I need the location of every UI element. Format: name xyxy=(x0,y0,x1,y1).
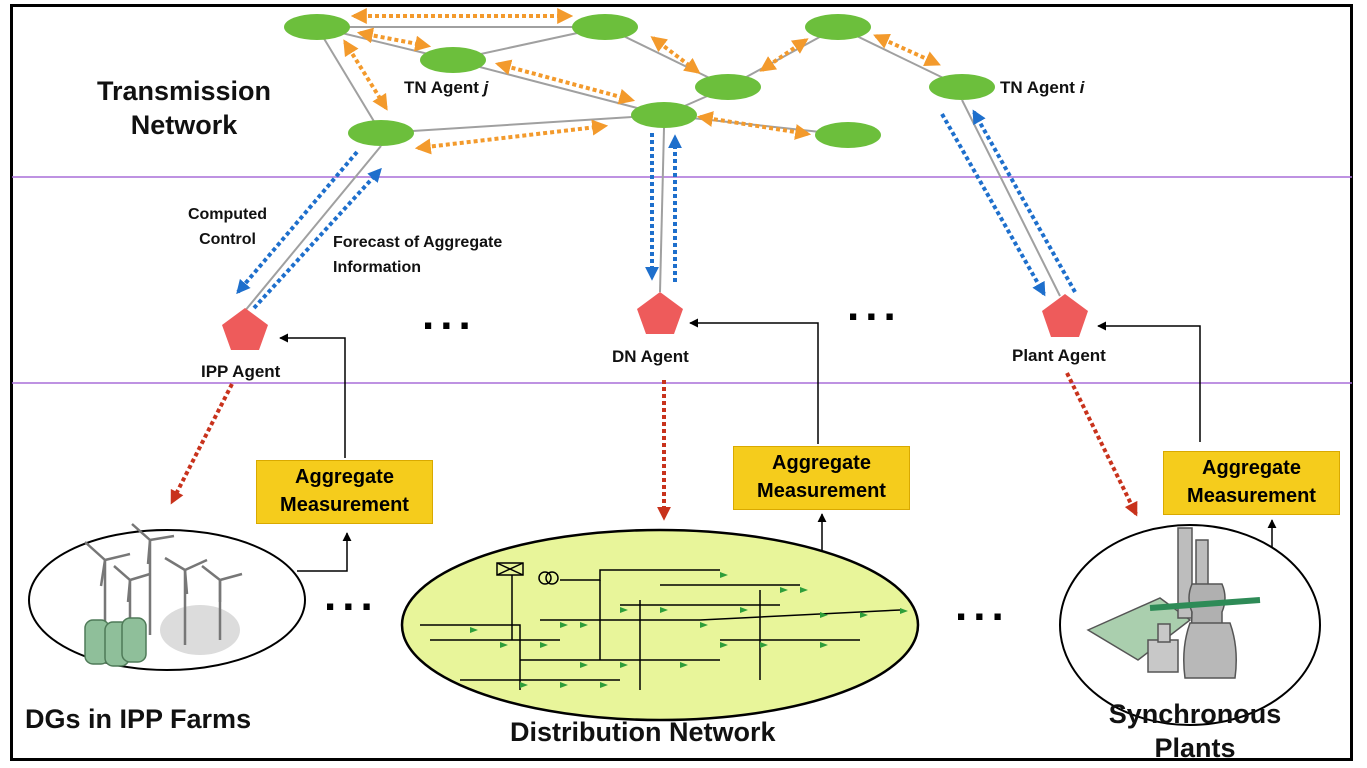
network-tree-icon xyxy=(420,562,901,690)
aggregate-measurement-box-plant: Aggregate Measurement xyxy=(1163,451,1340,515)
tn-agent-i-index: i xyxy=(1079,78,1085,97)
ellipsis-agents-right: ... xyxy=(847,281,902,330)
wind-farm xyxy=(28,523,306,671)
tn-node xyxy=(815,122,881,148)
ipp-agent-pentagon-icon xyxy=(222,308,268,350)
tn-node-i xyxy=(929,74,995,100)
aggregate-line2: Measurement xyxy=(757,480,886,502)
computed-control-label: Computed Control xyxy=(187,206,268,248)
tn-node xyxy=(572,14,638,40)
aggregate-measurement-box-dn: Aggregate Measurement xyxy=(733,446,910,510)
tn-agent-i-label: TN Agent i xyxy=(1000,78,1084,98)
synchronous-plant xyxy=(1059,524,1321,726)
aggregate-line1: Aggregate xyxy=(1202,457,1301,479)
ipp-agent-label: IPP Agent xyxy=(201,362,281,381)
plant-agent-pentagon-icon xyxy=(1042,294,1088,337)
plant-agent-label: Plant Agent xyxy=(1012,346,1106,365)
aggregate-line2: Measurement xyxy=(1187,485,1316,507)
aggregate-line2: Measurement xyxy=(280,494,409,516)
tn-agent-j-index: j xyxy=(483,78,489,97)
synchronous-plants-label: Synchronous Plants xyxy=(1108,699,1282,763)
tn-node xyxy=(695,74,761,100)
tn-agent-links xyxy=(243,99,1061,313)
aggregate-line1: Aggregate xyxy=(295,466,394,488)
aggregate-measurement-box-ipp: Aggregate Measurement xyxy=(256,460,433,524)
dn-agent-pentagon-icon xyxy=(637,292,683,334)
tn-node xyxy=(805,14,871,40)
measurement-feedback xyxy=(279,318,1277,572)
tn-node-j xyxy=(420,47,486,73)
tn-peer-arrows xyxy=(343,8,941,155)
tn-agent-j-label: TN Agent j xyxy=(404,78,488,98)
tn-node xyxy=(631,102,697,128)
dn-agent-label: DN Agent xyxy=(612,347,689,366)
tn-node xyxy=(348,120,414,146)
ellipsis-field-left: ... xyxy=(324,571,379,620)
battery-storage-icon xyxy=(84,617,147,667)
agents xyxy=(222,292,1088,350)
ellipsis-agents-left: ... xyxy=(422,290,477,339)
ellipsis-field-right: ... xyxy=(955,581,1010,630)
dgs-ipp-farms-label: DGs in IPP Farms xyxy=(25,704,252,734)
distribution-network xyxy=(400,528,920,722)
tn-agent-i-text: TN Agent xyxy=(1000,78,1075,97)
tn-node xyxy=(284,14,350,40)
tn-nodes xyxy=(284,14,995,148)
aggregate-line1: Aggregate xyxy=(772,452,871,474)
distribution-network-label: Distribution Network xyxy=(510,717,776,747)
tn-agent-j-text: TN Agent xyxy=(404,78,479,97)
agent-comm-arrows xyxy=(236,109,1077,310)
control-arrows xyxy=(170,372,1138,521)
transmission-network-label: Transmission Network xyxy=(96,76,272,140)
forecast-label: Forecast of Aggregate Information xyxy=(333,234,503,276)
